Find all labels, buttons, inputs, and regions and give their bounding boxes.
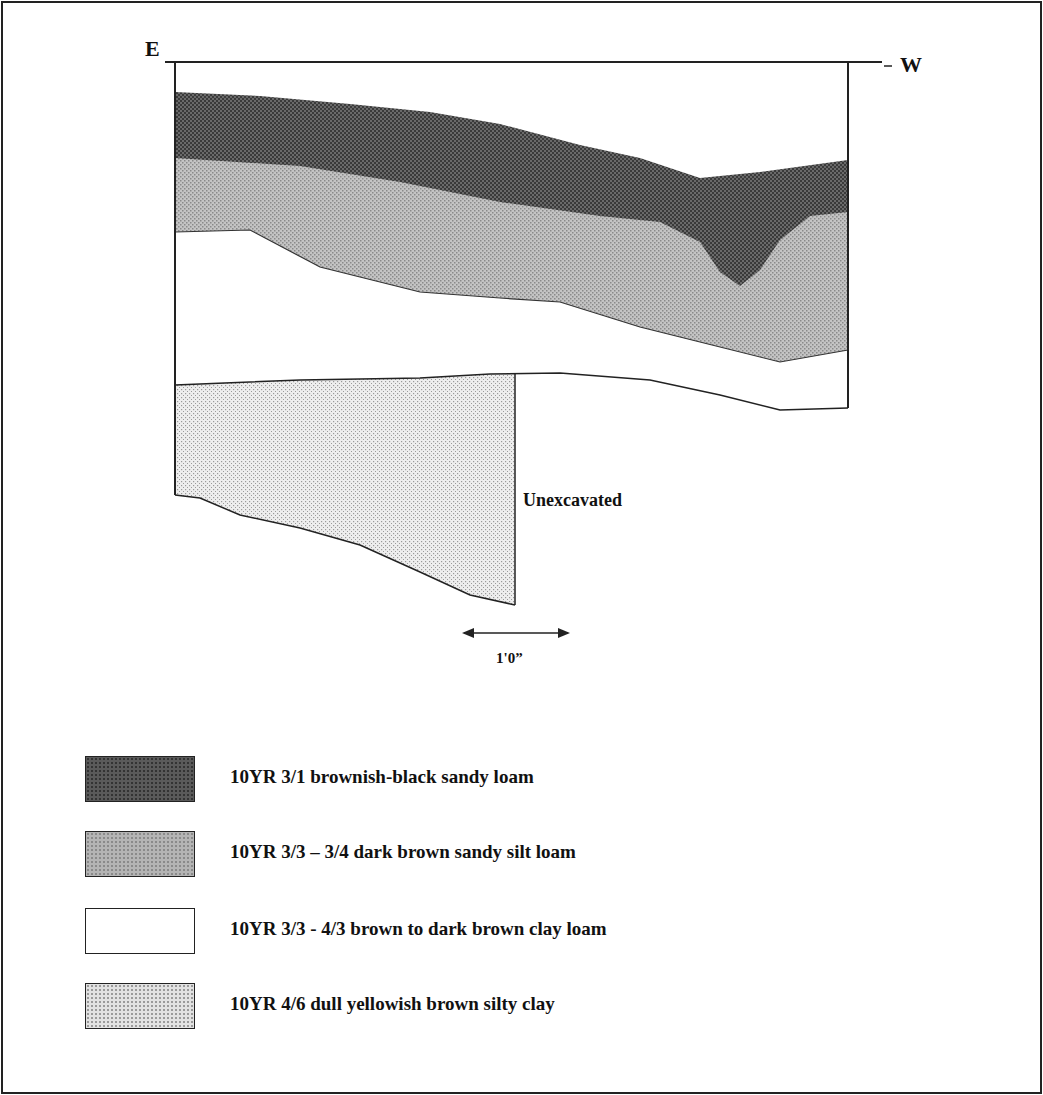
legend-text: 10YR 3/3 – 3/4 dark brown sandy silt loa… [230, 841, 576, 863]
area-label: Unexcavated [523, 490, 622, 511]
legend-swatch [85, 756, 195, 802]
direction-label: E [145, 36, 160, 62]
legend-text: 10YR 3/3 - 4/3 brown to dark brown clay … [230, 918, 607, 940]
legend-swatch [85, 831, 195, 877]
legend-swatch [85, 983, 195, 1029]
legend-text: 10YR 3/1 brownish-black sandy loam [230, 766, 534, 788]
scale-label: 1'0” [496, 650, 523, 667]
direction-label: W [900, 52, 922, 78]
legend-swatch [85, 908, 195, 954]
legend-text: 10YR 4/6 dull yellowish brown silty clay [230, 993, 555, 1015]
